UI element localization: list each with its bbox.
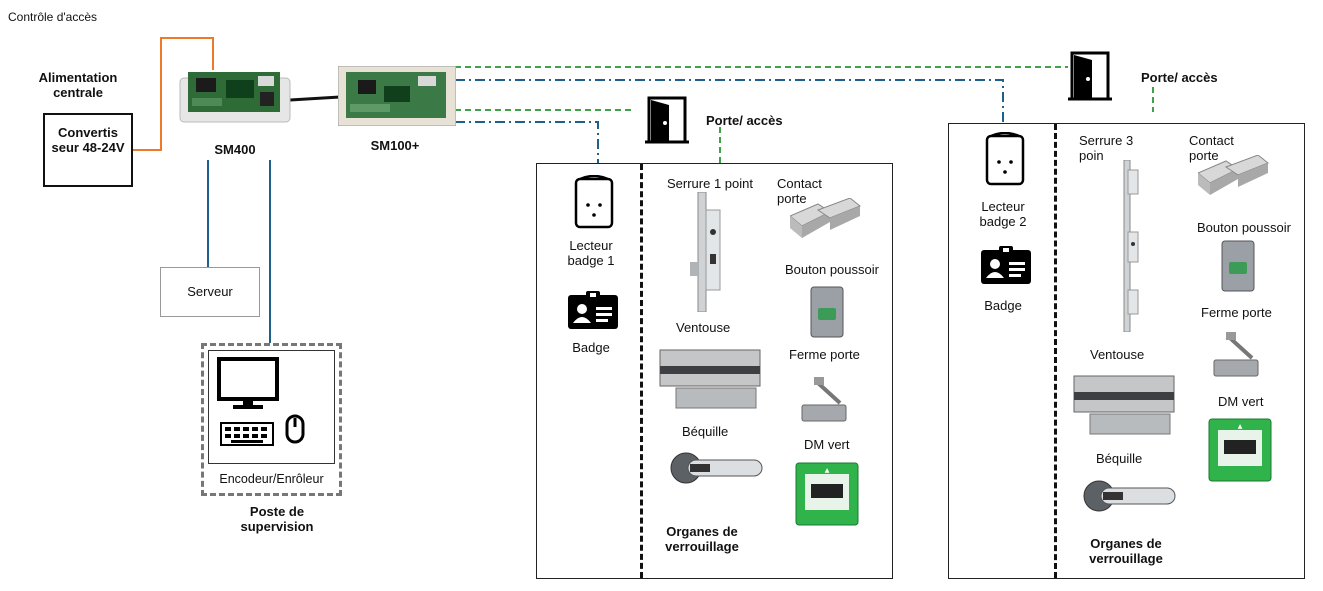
badge2-icon — [979, 246, 1033, 291]
door1-panel — [536, 163, 893, 579]
workstation-frame — [201, 343, 342, 496]
push2-image — [1221, 240, 1255, 297]
door1-lock-label: Serrure 1 point — [667, 176, 753, 191]
contact2-image — [1197, 154, 1270, 206]
workstation-inner — [208, 350, 335, 464]
magnet1-image — [658, 346, 762, 419]
reader2-label: Lecteur badge 2 — [979, 199, 1027, 229]
door2-magnet-label: Ventouse — [1090, 347, 1145, 362]
computer-icon — [217, 357, 305, 446]
door1-heading: Porte/ accès — [706, 113, 783, 128]
door2-dm-label: DM vert — [1218, 394, 1264, 409]
dm2-image: ▲ — [1208, 418, 1272, 487]
door2-push-label: Bouton poussoir — [1197, 220, 1291, 235]
door1-icon — [645, 95, 689, 150]
badge1-label: Badge — [572, 340, 610, 355]
door2-heading: Porte/ accès — [1141, 70, 1218, 85]
reader1-line — [455, 121, 599, 163]
door2-panel — [948, 123, 1305, 579]
door1-handle-label: Béquille — [682, 424, 729, 439]
contact1-image — [789, 197, 862, 249]
door2-closer-label: Ferme porte — [1201, 305, 1272, 320]
reader1-icon — [574, 174, 614, 236]
workstation-label: Poste de supervision — [240, 504, 314, 534]
sm100-label: SM100+ — [370, 138, 420, 153]
encoder-label: Encodeur/Enrôleur — [219, 472, 324, 486]
converter-label: Convertis seur 48-24V — [51, 125, 125, 155]
door1-divider — [640, 164, 643, 578]
reader2-line — [455, 79, 1004, 123]
sm400-board — [178, 70, 293, 130]
door1-contact-label: Contact porte — [777, 176, 822, 206]
power-label: Alimentation centrale — [38, 70, 118, 100]
svg-text:▲: ▲ — [825, 467, 830, 474]
reader2-icon — [985, 131, 1025, 193]
dm1-image: ▲ — [795, 462, 859, 531]
door1-dm-label: DM vert — [804, 437, 850, 452]
svg-text:▲: ▲ — [1238, 423, 1243, 430]
handle1-image — [668, 446, 768, 495]
badge1-icon — [566, 291, 620, 336]
server-box: Serveur — [160, 267, 260, 317]
door2-locking-title: Organes de verrouillage — [1089, 536, 1163, 566]
door2-divider — [1054, 124, 1057, 578]
door2-icon — [1068, 50, 1112, 107]
converter-box: Convertis seur 48-24V — [43, 113, 133, 187]
lock1-image — [684, 191, 724, 317]
reader1-label: Lecteur badge 1 — [567, 238, 615, 268]
page-title: Contrôle d'accès — [8, 10, 98, 24]
sm400-label: SM400 — [214, 142, 256, 157]
lock2-image — [1114, 159, 1144, 337]
door1-push-label: Bouton poussoir — [785, 262, 879, 277]
closer1-image — [800, 375, 850, 430]
door2-handle-label: Béquille — [1096, 451, 1143, 466]
badge2-label: Badge — [984, 298, 1022, 313]
bus-line — [289, 95, 341, 102]
handle2-image — [1081, 474, 1181, 523]
door2-lock-label: Serrure 3 poin — [1079, 133, 1134, 163]
closer2-image — [1212, 330, 1262, 385]
push1-image — [810, 286, 844, 343]
door2-contact-label: Contact porte — [1189, 133, 1234, 163]
magnet2-image — [1072, 372, 1176, 445]
power-line — [132, 37, 214, 151]
sm100-board — [337, 65, 457, 131]
server-label: Serveur — [187, 284, 233, 299]
door1-magnet-label: Ventouse — [676, 320, 731, 335]
door1-closer-label: Ferme porte — [789, 347, 860, 362]
door1-locking-title: Organes de verrouillage — [665, 524, 739, 554]
